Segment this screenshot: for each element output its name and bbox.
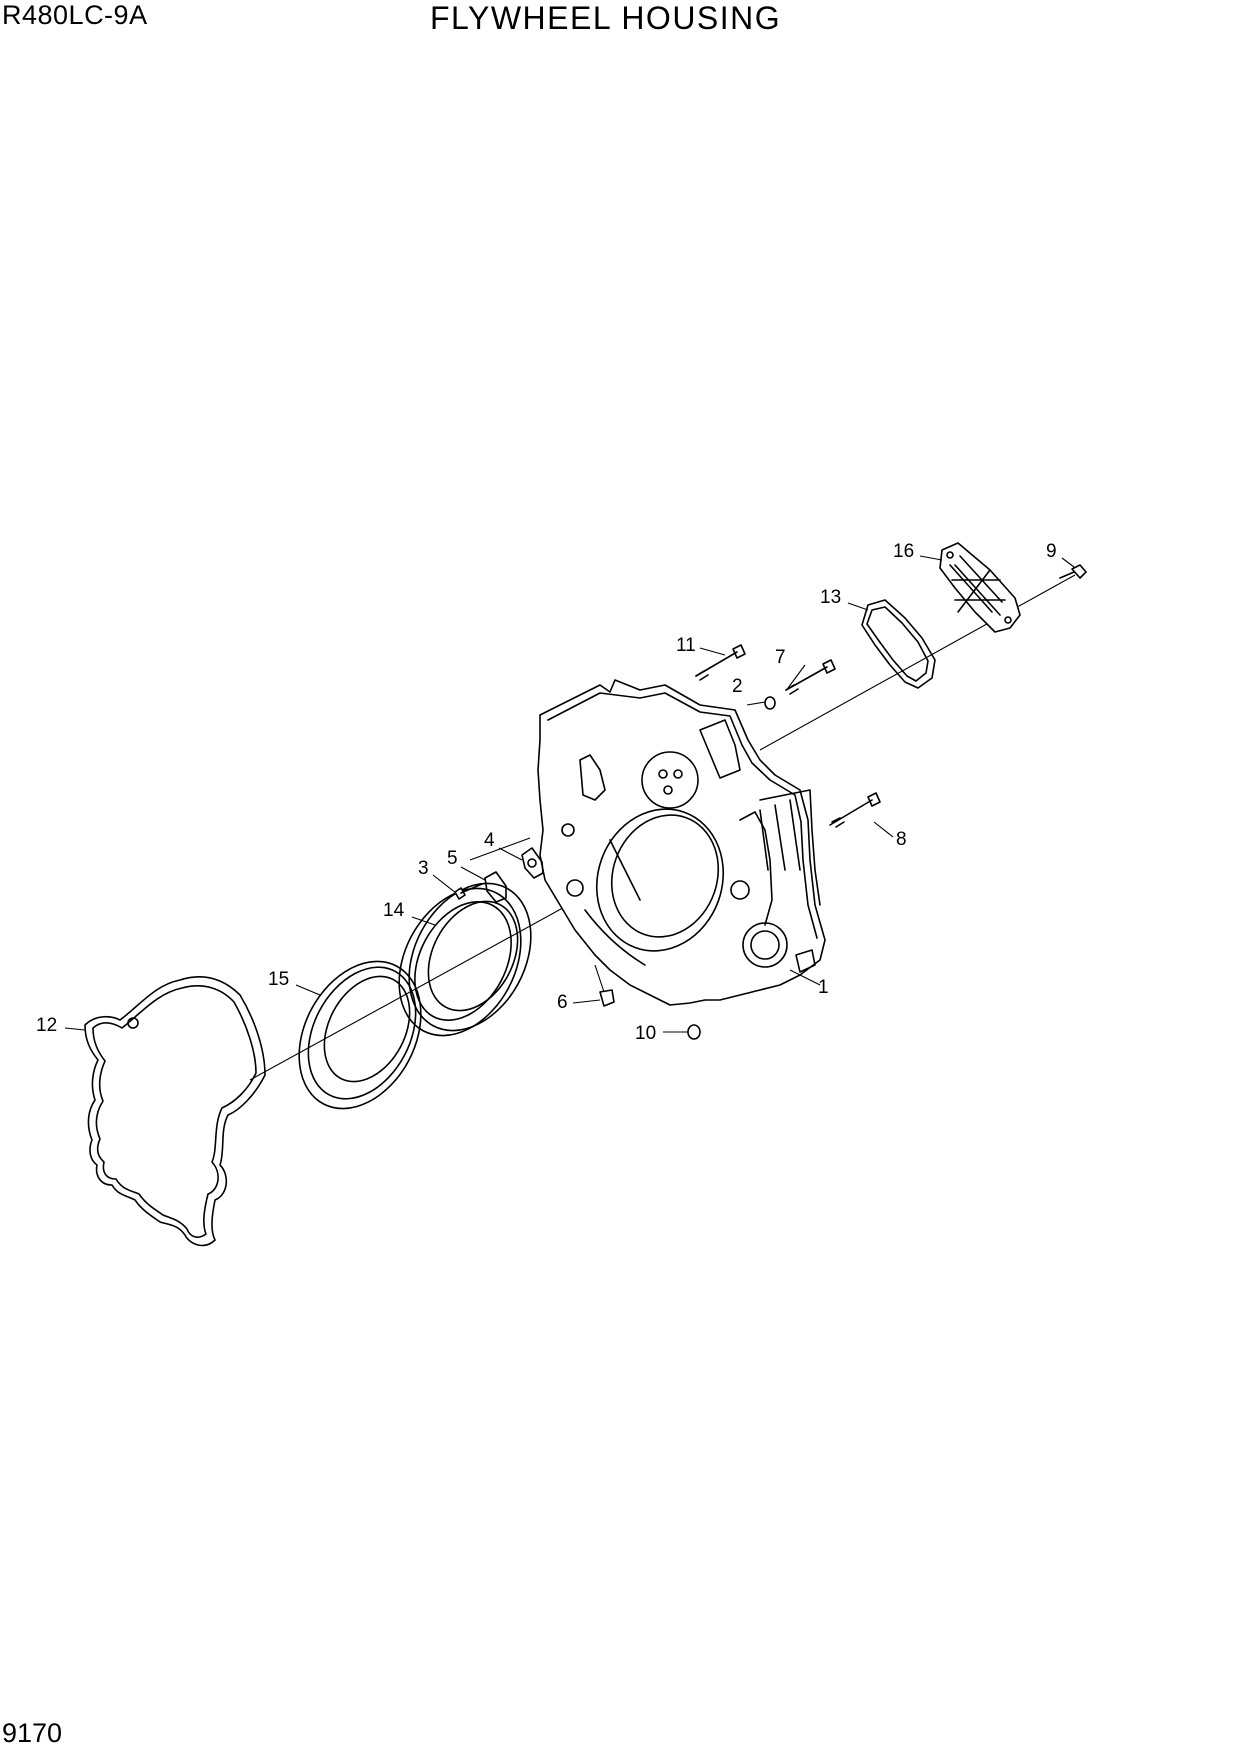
gasket-4 xyxy=(521,847,544,879)
callout-3: 3 xyxy=(418,858,429,879)
callout-9: 9 xyxy=(1046,541,1057,562)
cover-gasket-13 xyxy=(861,599,936,689)
callout-7: 7 xyxy=(775,647,786,668)
callout-13: 13 xyxy=(820,587,841,608)
callout-5: 5 xyxy=(447,848,458,869)
callout-11: 11 xyxy=(676,635,696,656)
callout-labels: 1 2 3 4 5 6 7 8 9 10 11 12 13 14 15 16 xyxy=(36,541,1057,1044)
cover-plate-16 xyxy=(939,542,1021,633)
callout-4: 4 xyxy=(484,830,495,851)
page-title: FLYWHEEL HOUSING xyxy=(430,0,782,36)
bolt-7 xyxy=(785,659,836,695)
callout-8: 8 xyxy=(896,829,907,850)
leader-lines xyxy=(64,555,1075,1033)
callout-6: 6 xyxy=(557,992,568,1013)
callout-14: 14 xyxy=(383,900,405,921)
flywheel-housing-1 xyxy=(537,679,826,1006)
plate-5 xyxy=(484,871,507,903)
bolt-9 xyxy=(1059,564,1087,579)
callout-1: 1 xyxy=(818,977,829,998)
washer-2 xyxy=(764,696,776,710)
bolt-8 xyxy=(829,792,881,828)
gasket-12 xyxy=(84,976,266,1247)
callout-15: 15 xyxy=(268,969,289,990)
page-number: 9170 xyxy=(2,1718,63,1748)
callout-2: 2 xyxy=(732,676,743,697)
bolt-3 xyxy=(454,883,483,900)
model-code: R480LC-9A xyxy=(2,0,148,30)
callout-12: 12 xyxy=(36,1015,57,1036)
callout-10: 10 xyxy=(635,1023,656,1044)
callout-16: 16 xyxy=(893,541,914,562)
o-ring-10 xyxy=(687,1024,701,1040)
seal-ring-15 xyxy=(298,960,422,1110)
bolt-11 xyxy=(695,644,746,681)
plug-6 xyxy=(599,989,615,1007)
